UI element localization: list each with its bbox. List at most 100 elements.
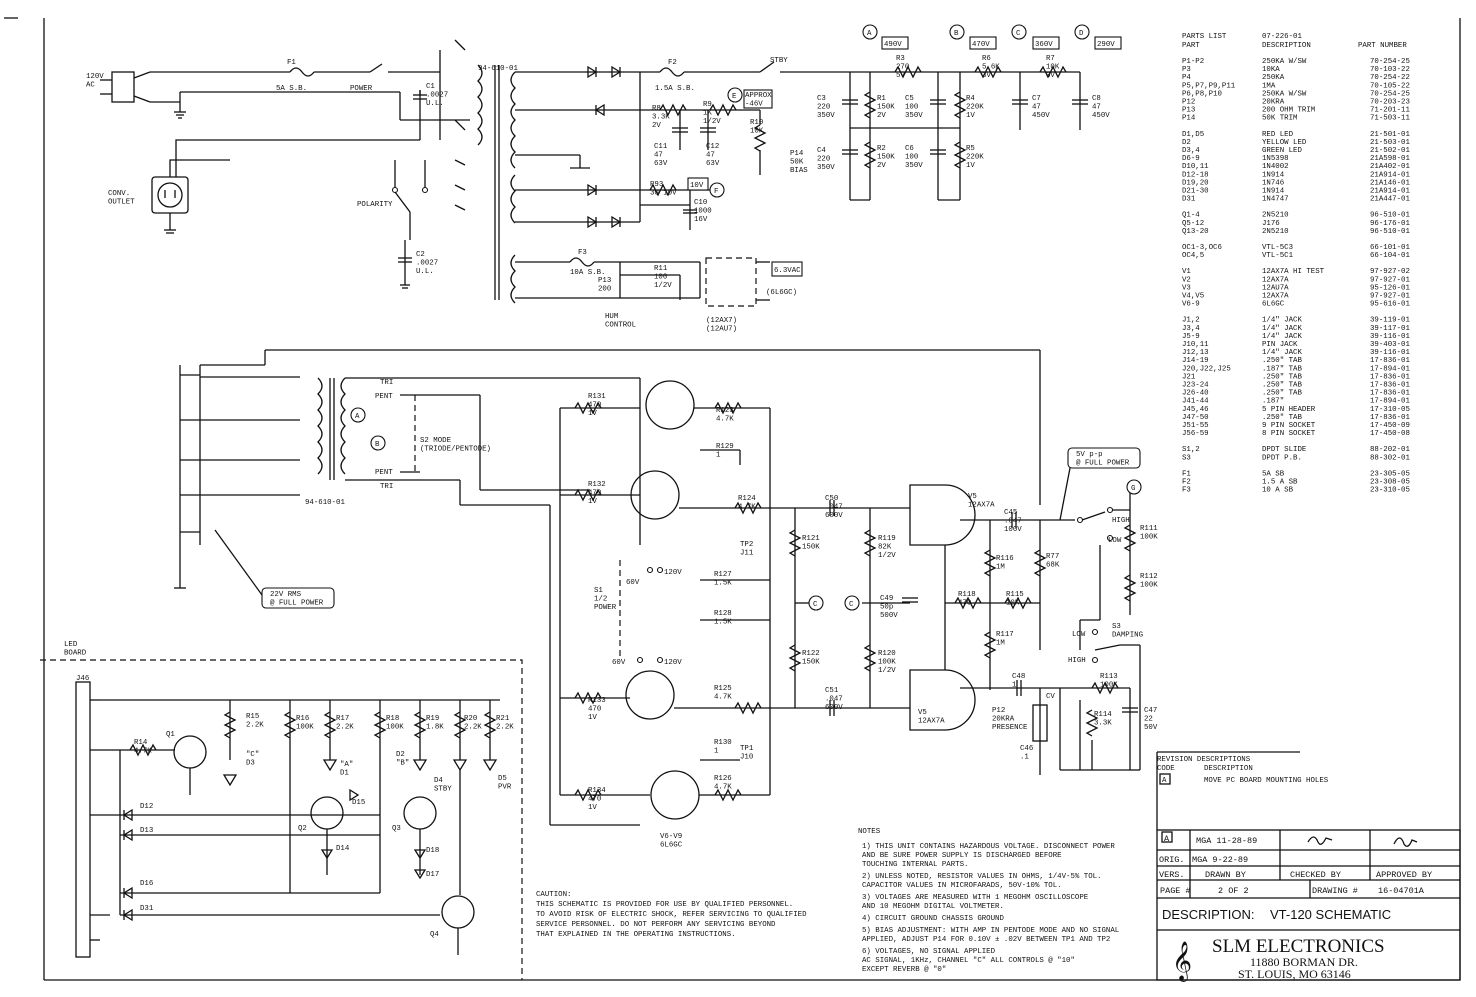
part-number: 97-927-01	[1370, 293, 1410, 301]
fuse1-label: F1	[287, 59, 296, 67]
part-description: 250KA W/SW	[1262, 58, 1307, 66]
note-line: 5) BIAS ADJUSTMENT: WITH AMP IN PENTODE …	[862, 927, 1119, 935]
part-number: 17-836-01	[1370, 414, 1410, 422]
tb-description-label: DESCRIPTION:	[1162, 907, 1254, 922]
part-number: 17-450-08	[1370, 430, 1410, 438]
part-number: 21-502-01	[1370, 147, 1410, 155]
part-description: 12AX7A	[1262, 276, 1289, 284]
part-number: 17-836-01	[1370, 382, 1410, 390]
note-line: 6) VOLTAGES, NO SIGNAL APPLIED	[862, 948, 996, 956]
part-number: 23-308-05	[1370, 479, 1410, 487]
part-number: 21A914-01	[1370, 171, 1410, 179]
v63-tag: 6.3VAC	[774, 267, 801, 275]
tb-vers-label: VERS.	[1159, 870, 1185, 880]
part-description: 1/4" JACK	[1262, 333, 1302, 341]
part-ref: J14-19	[1182, 357, 1209, 365]
part-description: 200 OHM TRIM	[1262, 107, 1315, 115]
part-ref: OC4,5	[1182, 252, 1204, 260]
part-description: GREEN LED	[1262, 147, 1302, 155]
d15-label: D15	[352, 799, 365, 807]
part-description: 1MA	[1262, 82, 1276, 90]
revision-desc-col: DESCRIPTION	[1204, 765, 1253, 773]
d18-label: D18	[426, 847, 439, 855]
part-description: .250" TAB	[1262, 357, 1302, 365]
approx-voltage: APPROX-46V	[745, 92, 772, 109]
v470-tag: 470V	[972, 41, 990, 49]
note-line: APPLIED, ADJUST P14 FOR 0.10V ± .02V BET…	[862, 936, 1110, 944]
v120-upper: 120V	[664, 569, 682, 577]
part-description: 5 PIN HEADER	[1262, 406, 1316, 414]
q1-label: Q1	[166, 731, 175, 739]
part-description: 10KA	[1262, 66, 1280, 74]
part-description: 1/4" JACK	[1262, 325, 1302, 333]
d12-label: D12	[140, 803, 153, 811]
part-description: 1N746	[1262, 179, 1284, 187]
part-number: 39-403-01	[1370, 341, 1410, 349]
part-number: 71-201-11	[1370, 107, 1410, 115]
part-ref: D3,4	[1182, 147, 1200, 155]
caution-line: SERVICE PERSONNEL. DO NOT PERFORM ANY SE…	[536, 921, 776, 929]
part-description: 2N5210	[1262, 212, 1289, 220]
part-ref: S3	[1182, 454, 1191, 462]
caution-line: THAT EXPLAINED IN THE OPERATING INSTRUCT…	[536, 931, 736, 939]
part-ref: F1	[1182, 470, 1191, 478]
output-xfmr-label: 94-610-01	[305, 499, 345, 507]
svg-text:A: A	[355, 413, 360, 421]
part-number: 70-103-22	[1370, 66, 1410, 74]
part-ref: P4	[1182, 74, 1191, 82]
part-ref: V4,V5	[1182, 293, 1204, 301]
low-lower-label: LOW	[1072, 631, 1086, 639]
tb-rev-a: A	[1164, 834, 1170, 844]
j46-label: J46	[76, 675, 89, 683]
caution-line: THIS SCHEMATIC IS PROVIDED FOR USE BY QU…	[536, 901, 793, 909]
fuse2-label: F2	[668, 59, 677, 67]
d13-label: D13	[140, 827, 153, 835]
part-number: 21-503-01	[1370, 139, 1410, 147]
d14-label: D14	[336, 845, 350, 853]
part-ref: D10,11	[1182, 163, 1209, 171]
d2-label: D2"B"	[396, 751, 409, 768]
part-ref: D31	[1182, 196, 1196, 204]
signature-checked	[1307, 836, 1333, 845]
part-description: .187" TAB	[1262, 365, 1302, 373]
pent-upper-label: PENT	[375, 393, 393, 401]
part-description: .250" TAB	[1262, 414, 1302, 422]
part-description: 250KA W/SW	[1262, 90, 1307, 98]
part-description: 9 PIN SOCKET	[1262, 422, 1316, 430]
part-description: 1.5 A SB	[1262, 479, 1298, 487]
part-description: 8 PIN SOCKET	[1262, 430, 1316, 438]
s2-label: S2 MODE(TRIODE/PENTODE)	[420, 437, 491, 454]
q3-label: Q3	[392, 825, 401, 833]
svg-text:B: B	[375, 441, 380, 449]
tb-approved-by: APPROVED BY	[1376, 870, 1432, 880]
part-description: 12AX7A HI TEST	[1262, 268, 1325, 276]
svg-text:G: G	[1131, 485, 1135, 493]
v490-tag: 490V	[884, 41, 902, 49]
pent-lower-label: PENT	[375, 469, 393, 477]
revision-code: A	[1162, 777, 1167, 785]
output-section	[174, 349, 1141, 826]
part-ref: J1,2	[1182, 317, 1200, 325]
